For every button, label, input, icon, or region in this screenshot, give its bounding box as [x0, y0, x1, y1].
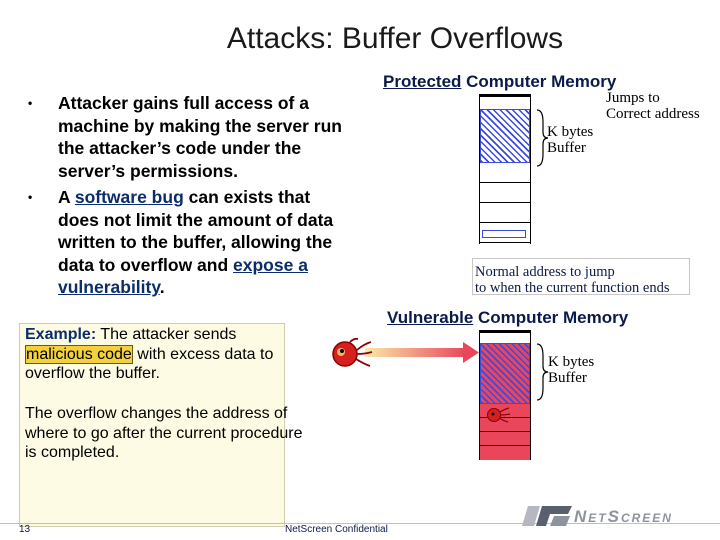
- netscreen-logo-mark-icon: [522, 506, 572, 526]
- memory-cell: [480, 404, 530, 418]
- bullet-2-pre: A: [58, 187, 75, 207]
- vulnerable-heading-rest: Computer Memory: [473, 308, 629, 327]
- netscreen-logo-text: NetScreen: [574, 507, 673, 526]
- example-text-2: with excess data to overflow the buffer.: [25, 345, 274, 383]
- netscreen-logo: NetScreen: [520, 500, 718, 532]
- expose-vulnerability-link[interactable]: expose a vulnerability: [58, 254, 308, 298]
- vulnerable-brace-svg: [536, 343, 549, 401]
- jumps-line-1: Jumps to: [606, 90, 660, 106]
- buffer-line: Buffer: [548, 370, 587, 386]
- protected-heading-rest: Computer Memory: [461, 72, 617, 91]
- kbytes-line: K bytes: [547, 124, 594, 140]
- bullet-2-end: .: [159, 277, 165, 297]
- footer-divider: [0, 523, 720, 524]
- bullet-1: • Attacker gains full access of a machin…: [28, 92, 348, 182]
- jumps-line-2: Correct address: [606, 106, 700, 122]
- brace-icon: [536, 343, 549, 401]
- virus-bug-icon: [332, 337, 373, 367]
- brace-icon: [536, 109, 549, 167]
- memory-cell: [480, 223, 530, 243]
- page-number: 13: [19, 524, 31, 535]
- memory-top-bar: [479, 330, 531, 333]
- vulnerable-memory-column: [479, 330, 531, 460]
- memory-cell: [480, 446, 530, 460]
- vulnerable-kbytes-label: K bytes Buffer: [548, 354, 594, 386]
- normal-line-2: to when the current function ends: [475, 280, 670, 296]
- protected-memory-cells: [480, 163, 530, 243]
- overflow-note: The overflow changes the address of wher…: [25, 405, 303, 461]
- software-bug-link[interactable]: software bug: [74, 187, 184, 207]
- virus-bug-icon-small: [487, 407, 511, 423]
- vulnerable-top-white: [480, 333, 530, 343]
- malicious-code-arrow: [365, 342, 479, 363]
- protected-memory-column: [479, 94, 531, 244]
- bullet-2-mid: can exists that does not limit the amoun…: [58, 187, 334, 275]
- protected-kbytes-label: K bytes Buffer: [547, 124, 593, 156]
- protected-buffer: [480, 109, 530, 163]
- bullet-dot-icon: •: [28, 190, 33, 204]
- bullet-2: • A software bug can exists that does no…: [28, 186, 348, 299]
- memory-cell: [480, 183, 530, 203]
- normal-line-1: Normal address to jump: [475, 264, 615, 280]
- vulnerable-word: Vulnerable: [387, 308, 474, 327]
- arrow-head-icon: [463, 342, 479, 363]
- return-address-slot: [482, 230, 526, 238]
- confidential-label: NetScreen Confidential: [285, 524, 388, 535]
- example-text: Example: The attacker sends malicious co…: [25, 325, 287, 384]
- vulnerable-buffer: [480, 343, 530, 404]
- example-label: Example:: [25, 326, 97, 343]
- bullet-dot-icon: •: [28, 96, 33, 110]
- malicious-code-highlight: malicious code: [25, 344, 133, 364]
- protected-brace-svg: [536, 109, 549, 167]
- memory-cell: [480, 418, 530, 432]
- memory-top-bar: [479, 94, 531, 97]
- slide-title: Attacks: Buffer Overflows: [226, 22, 564, 55]
- vulnerable-memory-heading: Vulnerable Computer Memory: [387, 308, 628, 328]
- arrow-shaft: [365, 348, 467, 357]
- memory-cell: [480, 432, 530, 446]
- kbytes-line: K bytes: [548, 354, 595, 370]
- memory-cell: [480, 203, 530, 223]
- jumps-label: Jumps to Correct address: [606, 90, 700, 122]
- protected-memory-heading: Protected Computer Memory: [383, 72, 616, 92]
- buffer-line: Buffer: [547, 140, 586, 156]
- bullet-1-text: Attacker gains full access of a machine …: [58, 93, 342, 181]
- protected-word: Protected: [383, 72, 462, 91]
- bullet-list: • Attacker gains full access of a machin…: [28, 92, 348, 299]
- memory-cell: [480, 163, 530, 183]
- normal-address-callout: Normal address to jump to when the curre…: [472, 258, 690, 296]
- example-text-1: The attacker sends: [96, 326, 237, 343]
